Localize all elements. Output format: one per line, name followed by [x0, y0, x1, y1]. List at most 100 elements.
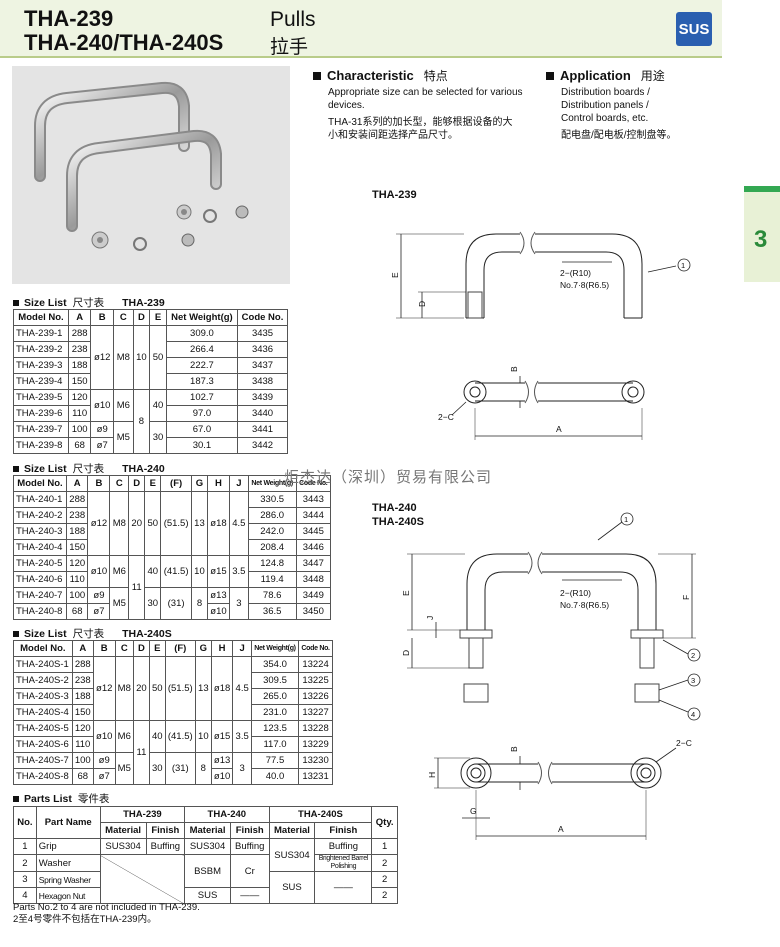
table-cell: 68 [65, 603, 89, 620]
table-cell: SUS [268, 871, 316, 904]
table-cell: 10 [190, 555, 208, 588]
dim-B-240: B [509, 746, 519, 752]
note-r10-239: 2−(R10) [560, 268, 591, 278]
product-photo-drawing [34, 81, 249, 251]
table-header-cell: No. [13, 806, 37, 839]
table-cell: 30.1 [165, 437, 239, 454]
table-cell: M6 [114, 720, 135, 753]
parts-notes: Parts No.2 to 4 are not included in THA-… [13, 902, 200, 925]
table-header-cell: Material [184, 822, 231, 839]
drawing-239-title: THA-239 [372, 189, 417, 201]
table-header-cell: THA-240S [268, 806, 373, 823]
category-zh: 拉手 [270, 37, 309, 58]
table-cell: THA-240S-8 [13, 768, 73, 785]
table-cell: 13 [190, 491, 208, 556]
note-no78-240: No.7·8(R6.5) [560, 600, 609, 610]
model-title-2: THA-240/THA-240S [24, 30, 224, 55]
table-header-cell: D [132, 309, 151, 326]
table-cell: 238 [67, 341, 92, 358]
table-cell: 13227 [298, 704, 333, 721]
table-cell: 3445 [295, 523, 332, 540]
table-cell: 8 [132, 389, 151, 454]
dim-A-239: A [556, 424, 562, 434]
note-no78-239: No.7·8(R6.5) [560, 280, 609, 290]
table-header-cell: (F) [164, 640, 196, 657]
dim-J-240: J [425, 616, 435, 620]
characteristic-text: Appropriate size can be selected for var… [328, 87, 523, 141]
table-cell: 238 [65, 507, 89, 524]
table-header-cell: H [206, 475, 230, 492]
table-cell: ø9 [87, 587, 111, 604]
table-header-cell: Material [99, 822, 147, 839]
dim-G-240: G [470, 806, 477, 816]
dim-D-240: D [401, 650, 411, 656]
table-cell: 40.0 [250, 768, 300, 785]
table-cell: 3 [232, 752, 252, 785]
table-cell: 3442 [237, 437, 288, 454]
table-header-cell: B [90, 309, 115, 326]
table-header-cell: Code No. [237, 309, 288, 326]
table-cell: 68 [67, 437, 92, 454]
table-cell: 50 [144, 491, 162, 556]
table-header-cell: E [144, 475, 162, 492]
table-header-cell: C [114, 640, 135, 657]
table-header-cell: Part Name [35, 806, 101, 839]
table-cell: (41.5) [164, 720, 196, 753]
dim-E-240: E [401, 590, 411, 596]
table-header-cell: Net Weight(g) [250, 640, 300, 657]
chapter-number: 3 [754, 226, 768, 253]
table-cell: ø10 [206, 603, 230, 620]
table-header-cell: C [113, 309, 134, 326]
table-cell [99, 854, 186, 904]
table-header-cell: Code No. [298, 640, 333, 657]
table-cell: 30 [144, 587, 162, 620]
table-cell: ø7 [90, 437, 115, 454]
table-cell: 3.5 [232, 720, 252, 753]
table-header-cell: B [92, 640, 116, 657]
table-header-cell: A [65, 475, 89, 492]
application-text: Distribution boards /Distribution panels… [561, 87, 677, 141]
table-header-cell: E [149, 309, 167, 326]
table-header-cell: THA-239 [99, 806, 186, 823]
table-header-cell: Finish [229, 822, 270, 839]
table-cell: 3450 [295, 603, 332, 620]
dim-H-240: H [427, 772, 437, 778]
table-header-cell: THA-240 [184, 806, 270, 823]
table-cell: 2 [371, 887, 398, 904]
sus-badge: SUS [676, 12, 712, 46]
balloon-2-240: 2 [691, 651, 695, 660]
table-header-cell: A [71, 640, 94, 657]
balloon-1-239: 1 [681, 261, 685, 270]
table-header-cell: Model No. [13, 309, 69, 326]
dim-D-239: D [417, 301, 427, 307]
balloon-4-240: 4 [691, 710, 695, 719]
table-header-cell: Model No. [13, 640, 73, 657]
table-cell: ø7 [87, 603, 111, 620]
table-cell: 187.3 [165, 373, 239, 390]
table-cell: 68 [71, 768, 94, 785]
product-photo [12, 66, 290, 284]
table-cell: —— [314, 871, 373, 904]
note-c2-240: 2−C [676, 738, 692, 748]
table-cell: SUS [184, 887, 231, 904]
dim-F-240: F [681, 595, 691, 600]
